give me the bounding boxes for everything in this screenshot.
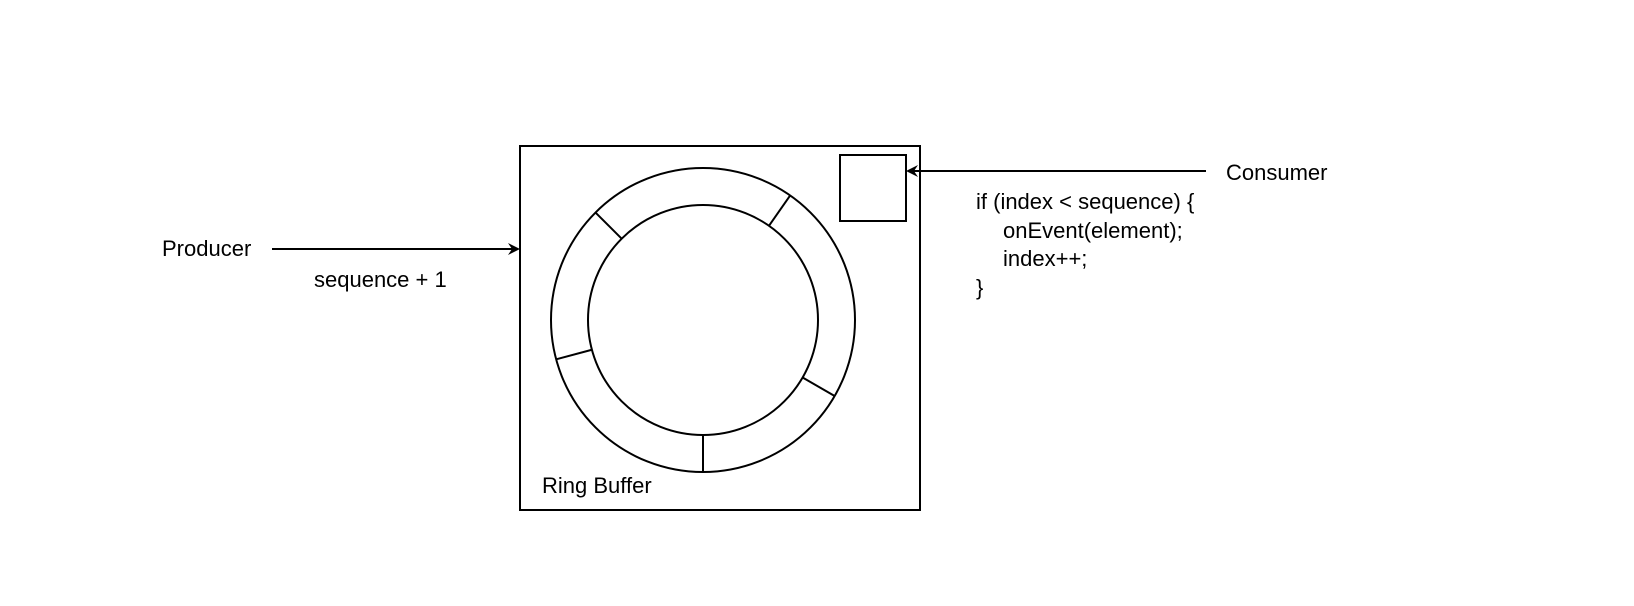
ring-slot-divider (768, 194, 792, 227)
code-line-4: } (976, 274, 984, 300)
ring-slot-dividers (555, 194, 836, 472)
code-line-3: index++; (1003, 246, 1088, 271)
ring-buffer-label: Ring Buffer (542, 473, 652, 498)
ring-slot-divider (802, 376, 836, 397)
consumer-code-block: if (index < sequence) { onEvent(element);… (976, 188, 1194, 302)
consumer-label: Consumer (1226, 160, 1328, 185)
ring (550, 167, 856, 473)
producer-arrow-label: sequence + 1 (314, 267, 447, 292)
code-line-1: if (index < sequence) { (976, 189, 1195, 214)
ring-inner-circle (587, 204, 819, 436)
ring-buffer-container (519, 145, 921, 511)
code-line-2: onEvent(element); (1003, 217, 1183, 243)
consumer-target-box (839, 154, 907, 222)
ring-slot-divider (594, 211, 623, 240)
ring-slot-divider (555, 348, 593, 361)
producer-label: Producer (162, 236, 252, 261)
